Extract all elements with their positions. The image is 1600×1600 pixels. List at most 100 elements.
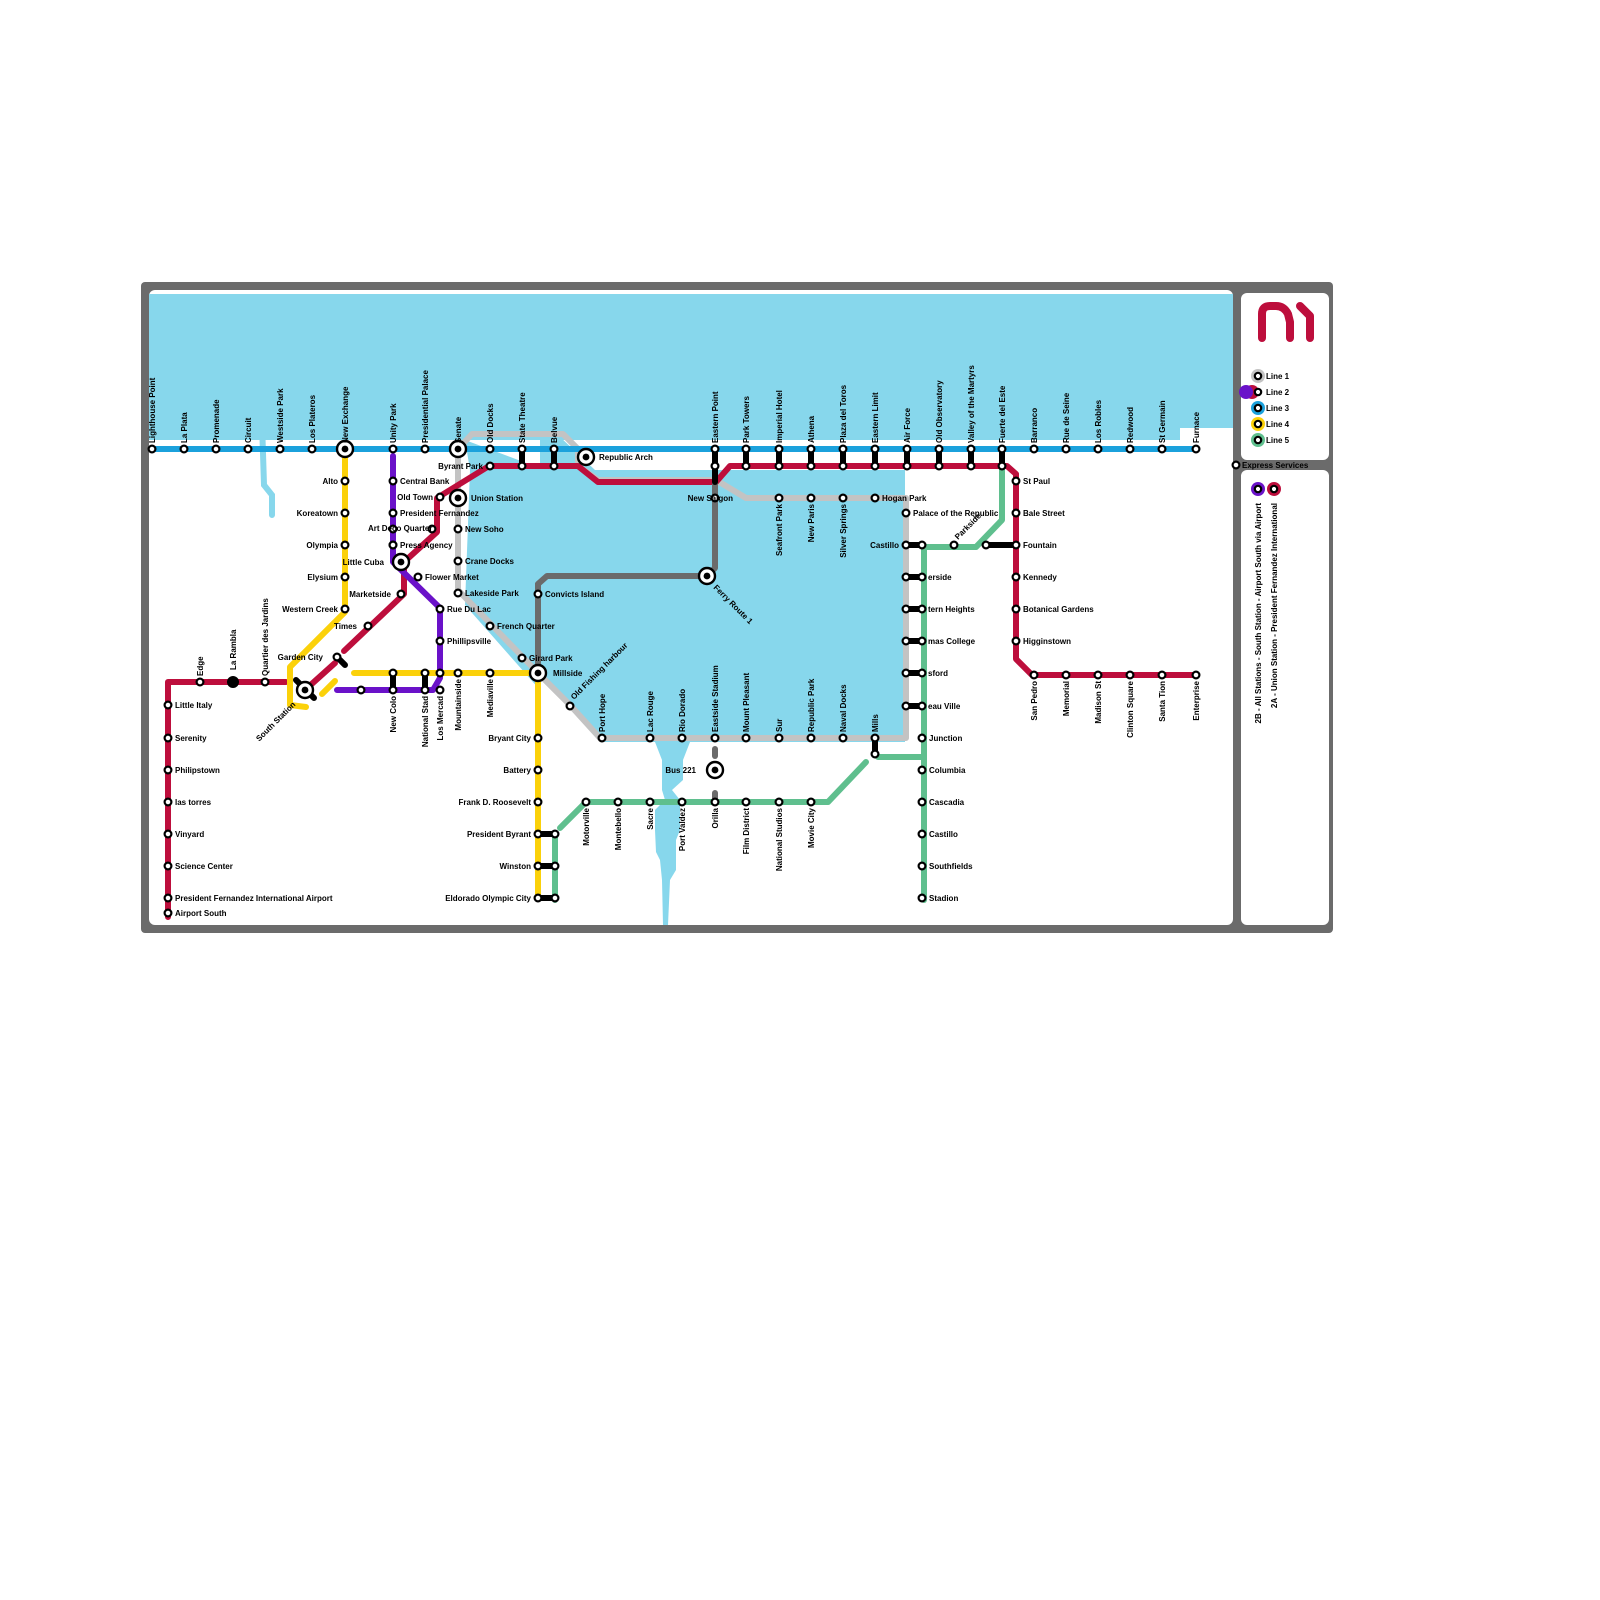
station-marker[interactable] <box>533 765 543 775</box>
station-marker[interactable] <box>806 461 816 471</box>
station-marker[interactable] <box>485 461 495 471</box>
station-marker[interactable] <box>917 572 927 582</box>
station-marker[interactable] <box>710 733 720 743</box>
station-marker[interactable] <box>195 677 205 687</box>
station-marker[interactable] <box>453 588 463 598</box>
station-marker[interactable] <box>870 749 880 759</box>
station-marker[interactable] <box>388 508 398 518</box>
station-marker[interactable] <box>1061 670 1071 680</box>
station-marker[interactable] <box>388 668 398 678</box>
station-marker[interactable] <box>533 589 543 599</box>
station-marker[interactable] <box>917 765 927 775</box>
station-marker[interactable] <box>163 733 173 743</box>
station-marker[interactable] <box>917 861 927 871</box>
station-marker[interactable] <box>1093 444 1103 454</box>
station-marker[interactable] <box>163 700 173 710</box>
station-marker[interactable] <box>917 829 927 839</box>
station-marker[interactable] <box>453 524 463 534</box>
station-marker[interactable] <box>597 733 607 743</box>
station-marker[interactable] <box>388 476 398 486</box>
station-marker[interactable] <box>420 668 430 678</box>
station-marker[interactable] <box>147 444 157 454</box>
station-marker[interactable] <box>420 685 430 695</box>
station-marker[interactable] <box>163 765 173 775</box>
station-marker[interactable] <box>917 893 927 903</box>
station-marker[interactable] <box>917 540 927 550</box>
station-marker[interactable] <box>838 461 848 471</box>
station-marker[interactable] <box>413 572 423 582</box>
station-marker[interactable] <box>163 797 173 807</box>
station-marker[interactable] <box>1191 444 1201 454</box>
station-marker[interactable] <box>1157 670 1167 680</box>
station-marker[interactable] <box>901 508 911 518</box>
station-marker[interactable] <box>710 493 720 503</box>
station-marker[interactable] <box>340 540 350 550</box>
station-marker[interactable] <box>1011 508 1021 518</box>
station-marker[interactable] <box>211 444 221 454</box>
station-marker[interactable] <box>549 461 559 471</box>
station-marker[interactable] <box>710 444 720 454</box>
station-marker[interactable] <box>420 444 430 454</box>
station-marker[interactable] <box>774 461 784 471</box>
station-marker[interactable] <box>1157 444 1167 454</box>
station-marker[interactable] <box>901 701 911 711</box>
station-marker[interactable] <box>806 797 816 807</box>
station-marker[interactable] <box>485 668 495 678</box>
station-marker[interactable] <box>1011 572 1021 582</box>
station-marker[interactable] <box>1191 670 1201 680</box>
station-marker[interactable] <box>774 797 784 807</box>
station-marker[interactable] <box>1011 476 1021 486</box>
station-marker[interactable] <box>517 461 527 471</box>
station-marker[interactable] <box>741 444 751 454</box>
station-marker[interactable] <box>533 829 543 839</box>
station-marker[interactable] <box>340 572 350 582</box>
station-marker[interactable] <box>340 508 350 518</box>
station-marker[interactable] <box>1125 670 1135 680</box>
station-marker[interactable] <box>917 668 927 678</box>
station-marker[interactable] <box>901 572 911 582</box>
station-marker[interactable] <box>163 861 173 871</box>
station-marker[interactable] <box>966 461 976 471</box>
station-marker[interactable] <box>356 685 366 695</box>
station-marker[interactable] <box>901 540 911 550</box>
station-marker[interactable] <box>870 493 880 503</box>
station-marker[interactable] <box>741 797 751 807</box>
station-marker[interactable] <box>966 444 976 454</box>
station-marker[interactable] <box>838 493 848 503</box>
station-marker[interactable] <box>677 797 687 807</box>
station-marker[interactable] <box>1029 444 1039 454</box>
station-marker[interactable] <box>163 908 173 918</box>
station-marker[interactable] <box>363 621 373 631</box>
station-marker[interactable] <box>917 797 927 807</box>
station-marker[interactable] <box>806 733 816 743</box>
station-marker[interactable] <box>1093 670 1103 680</box>
station-marker[interactable] <box>388 540 398 550</box>
station-marker[interactable] <box>902 444 912 454</box>
station-marker[interactable] <box>901 636 911 646</box>
station-marker[interactable] <box>485 444 495 454</box>
station-marker[interactable] <box>332 652 342 662</box>
station-marker[interactable] <box>901 604 911 614</box>
station-marker[interactable] <box>949 540 959 550</box>
station-marker[interactable] <box>870 461 880 471</box>
station-marker[interactable] <box>741 461 751 471</box>
station-marker[interactable] <box>645 797 655 807</box>
station-marker[interactable] <box>435 604 445 614</box>
station-marker[interactable] <box>517 444 527 454</box>
station-marker[interactable] <box>774 493 784 503</box>
station-marker[interactable] <box>1125 444 1135 454</box>
station-marker[interactable] <box>774 733 784 743</box>
station-marker[interactable] <box>741 733 751 743</box>
station-marker[interactable] <box>435 685 445 695</box>
station-marker[interactable] <box>838 444 848 454</box>
station-marker[interactable] <box>981 540 991 550</box>
station-marker[interactable] <box>307 444 317 454</box>
station-marker[interactable] <box>1029 670 1039 680</box>
station-marker[interactable] <box>517 653 527 663</box>
station-marker[interactable] <box>870 733 880 743</box>
station-marker[interactable] <box>550 893 560 903</box>
station-marker[interactable] <box>997 461 1007 471</box>
station-marker[interactable] <box>435 492 445 502</box>
station-marker[interactable] <box>1011 540 1021 550</box>
station-marker[interactable] <box>710 461 720 471</box>
